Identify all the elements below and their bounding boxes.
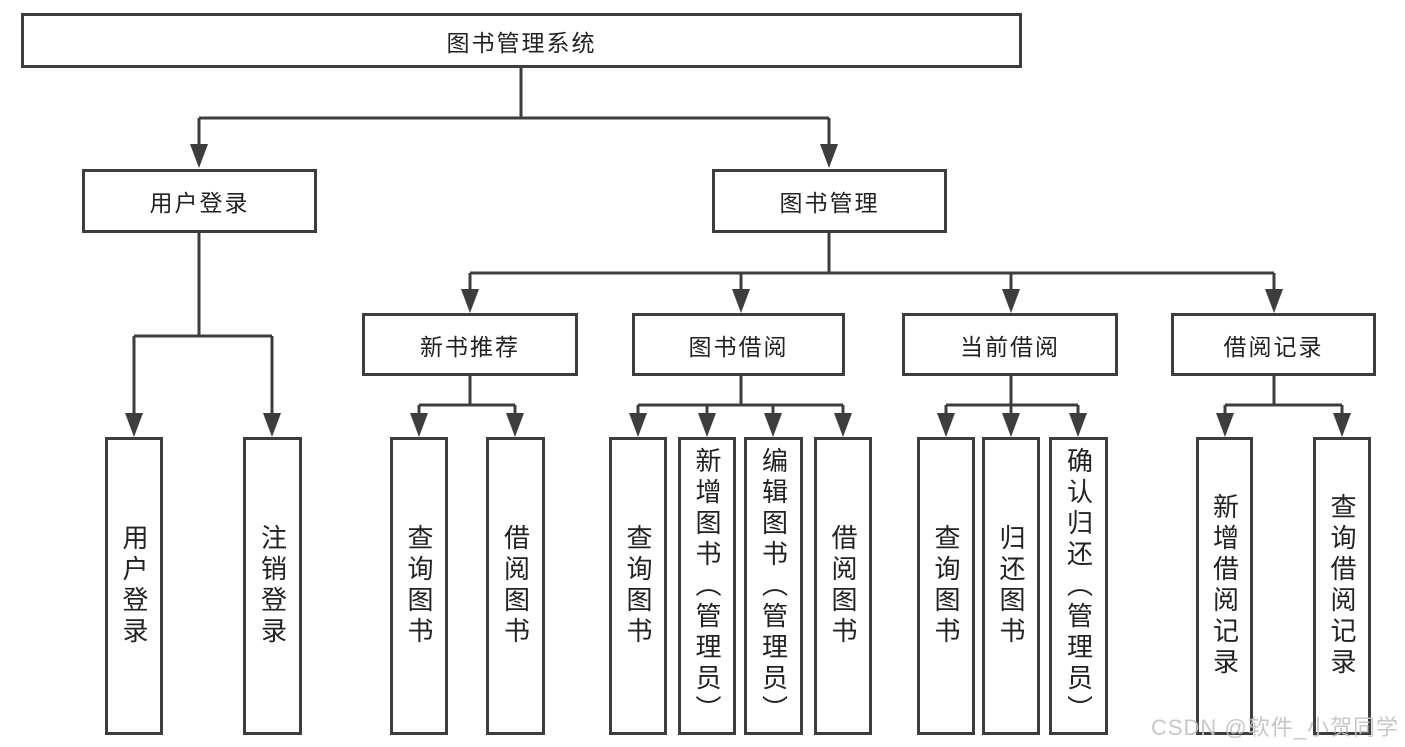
leaf-query-book-recommend-label: 查询图书 <box>404 524 434 648</box>
leaf-add-book-admin: 新增图书（管理员） <box>678 437 736 735</box>
node-borrow-record: 借阅记录 <box>1171 313 1376 376</box>
leaf-edit-book-admin-label: 编辑图书（管理员） <box>758 446 789 726</box>
node-book-borrow: 图书借阅 <box>632 313 845 376</box>
node-new-book-recommend-label: 新书推荐 <box>420 333 520 360</box>
leaf-query-book-borrow-label: 查询图书 <box>623 524 653 648</box>
node-book-borrow-label: 图书借阅 <box>688 333 789 360</box>
arrow-down-icon <box>1216 413 1234 437</box>
node-current-borrow-label: 当前借阅 <box>960 333 1060 360</box>
leaf-query-book-current: 查询图书 <box>917 437 975 735</box>
arrow-down-icon <box>190 144 208 168</box>
leaf-add-borrow-record-label: 新增借阅记录 <box>1209 493 1240 679</box>
node-user-login-label: 用户登录 <box>149 190 250 216</box>
leaf-logout: 注销登录 <box>243 437 302 735</box>
arrow-down-icon <box>698 413 716 437</box>
arrow-down-icon <box>125 413 143 437</box>
arrow-down-icon <box>1265 289 1283 313</box>
arrow-down-icon <box>506 413 524 437</box>
node-current-borrow: 当前借阅 <box>902 313 1118 376</box>
csdn-watermark: CSDN @软件_小贺同学 <box>1150 715 1399 740</box>
leaf-user-login-label: 用户登录 <box>119 524 149 648</box>
arrow-down-icon <box>461 289 479 313</box>
leaf-borrow-book-recommend-label: 借阅图书 <box>500 524 531 648</box>
leaf-edit-book-admin: 编辑图书（管理员） <box>744 437 803 735</box>
leaf-confirm-return-admin-label: 确认归还（管理员） <box>1063 446 1094 726</box>
leaf-query-book-borrow: 查询图书 <box>609 437 667 735</box>
leaf-query-borrow-record: 查询借阅记录 <box>1313 437 1371 735</box>
leaf-query-book-recommend: 查询图书 <box>390 437 448 735</box>
node-root-system: 图书管理系统 <box>21 13 1022 68</box>
leaf-add-borrow-record: 新增借阅记录 <box>1196 437 1253 735</box>
arrow-down-icon <box>263 413 281 437</box>
leaf-query-book-current-label: 查询图书 <box>931 524 961 648</box>
node-book-management-label: 图书管理 <box>779 190 880 216</box>
leaf-logout-label: 注销登录 <box>257 524 288 648</box>
leaf-return-book-label: 归还图书 <box>996 524 1026 648</box>
arrow-down-icon <box>1002 289 1020 313</box>
leaf-borrow-book-label: 借阅图书 <box>828 524 858 648</box>
arrow-down-icon <box>410 413 428 437</box>
node-user-login: 用户登录 <box>82 169 317 233</box>
arrow-down-icon <box>732 289 750 313</box>
leaf-user-login: 用户登录 <box>105 437 163 735</box>
node-new-book-recommend: 新书推荐 <box>362 313 578 376</box>
leaf-add-book-admin-label: 新增图书（管理员） <box>692 446 722 726</box>
leaf-confirm-return-admin: 确认归还（管理员） <box>1049 437 1108 735</box>
node-borrow-record-label: 借阅记录 <box>1223 333 1324 360</box>
arrow-down-icon <box>1002 413 1020 437</box>
node-book-management: 图书管理 <box>712 169 947 233</box>
arrow-down-icon <box>834 413 852 437</box>
arrow-down-icon <box>1069 413 1087 437</box>
leaf-borrow-book-recommend: 借阅图书 <box>486 437 545 735</box>
leaf-borrow-book: 借阅图书 <box>814 437 872 735</box>
arrow-down-icon <box>629 413 647 437</box>
leaf-return-book: 归还图书 <box>982 437 1040 735</box>
arrow-down-icon <box>820 144 838 168</box>
node-root-system-label: 图书管理系统 <box>446 29 597 56</box>
arrow-down-icon <box>1333 413 1351 437</box>
arrow-down-icon <box>937 413 955 437</box>
leaf-query-borrow-record-label: 查询借阅记录 <box>1327 493 1357 679</box>
arrow-down-icon <box>764 413 782 437</box>
